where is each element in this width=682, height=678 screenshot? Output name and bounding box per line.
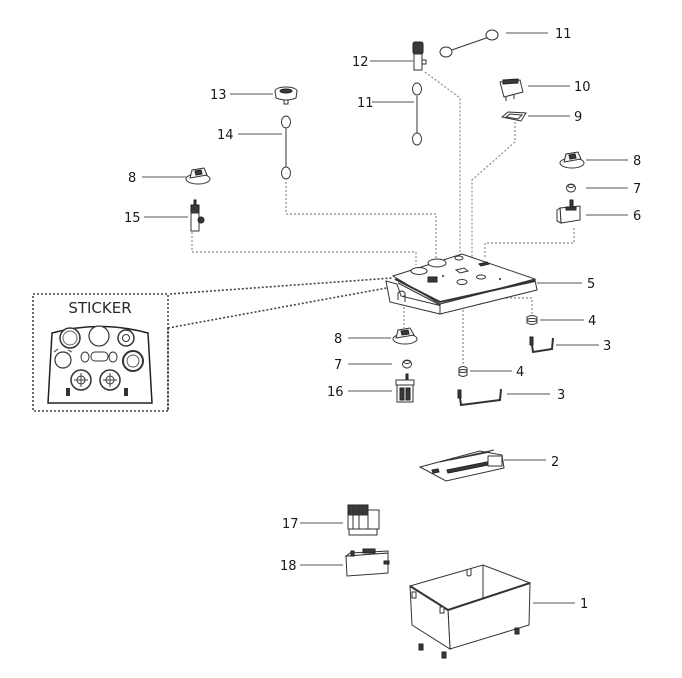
part-4-cap-center [458, 366, 468, 377]
callout-label-2: 2 [551, 455, 559, 470]
guide-line-4-right [482, 285, 533, 315]
callout-label-6: 6 [633, 209, 641, 224]
sticker-callout-line-top [169, 277, 393, 295]
part-12-rotary-valve [412, 41, 427, 71]
callout-label-7-right: 7 [633, 182, 641, 197]
callout-label-11-vertical: 11 [357, 96, 374, 111]
callout-label-8-center: 8 [334, 332, 342, 347]
sticker-title: STICKER [68, 299, 131, 317]
part-1-enclosure-box [409, 564, 531, 659]
part-3-bracket-long [457, 388, 502, 407]
part-6-potentiometer [556, 199, 581, 224]
part-18-terminal-box [344, 548, 390, 577]
part-15-valve-fitting [190, 199, 205, 232]
sticker-inset: STICKER [32, 277, 393, 412]
callout-label-4-right: 4 [588, 314, 596, 329]
callout-label-12: 12 [352, 55, 369, 70]
callout-label-5: 5 [587, 277, 595, 292]
guide-line-9 [471, 122, 516, 262]
part-8-knob-center [392, 327, 418, 345]
part-13-knob-cap [274, 86, 298, 105]
part-3-bracket-short [529, 336, 554, 354]
callout-label-18: 18 [280, 559, 297, 574]
callout-label-14: 14 [217, 128, 234, 143]
callout-label-17: 17 [282, 517, 299, 532]
part-7-nut-right [566, 183, 576, 193]
callout-label-9: 9 [574, 110, 582, 125]
callout-label-4-center: 4 [516, 365, 524, 380]
callout-label-8-right: 8 [633, 154, 641, 169]
callout-label-8-left: 8 [128, 171, 136, 186]
part-11-cable-vertical [412, 82, 422, 146]
part-7-nut-center [402, 359, 412, 369]
guide-line-6 [484, 228, 575, 258]
part-17-contactor [347, 504, 380, 536]
callout-label-10: 10 [574, 80, 591, 95]
part-14-cable [281, 115, 291, 180]
callout-label-11-top: 11 [555, 27, 572, 42]
part-5-control-panel-housing [385, 253, 538, 315]
sticker-graphic [47, 325, 153, 404]
callout-label-16: 16 [327, 385, 344, 400]
guide-line-14 [285, 182, 437, 258]
part-9-gasket [500, 111, 527, 122]
part-11-cable-top [439, 29, 499, 58]
callout-label-15: 15 [124, 211, 141, 226]
guide-line-12 [424, 71, 461, 262]
part-2-circuit-board [418, 449, 505, 482]
part-8-knob-right [559, 151, 585, 169]
part-8-knob-left [185, 167, 211, 185]
callout-label-3-short: 3 [603, 339, 611, 354]
part-10-rocker-switch [499, 78, 524, 101]
callout-label-7-center: 7 [334, 358, 342, 373]
callout-label-13: 13 [210, 88, 227, 103]
guide-line-15 [191, 232, 417, 265]
callout-label-3-long: 3 [557, 388, 565, 403]
callout-label-1: 1 [580, 597, 588, 612]
part-16-rotary-switch [395, 373, 415, 403]
sticker-callout-line-bottom [167, 286, 393, 329]
part-4-cap-right [526, 315, 538, 325]
